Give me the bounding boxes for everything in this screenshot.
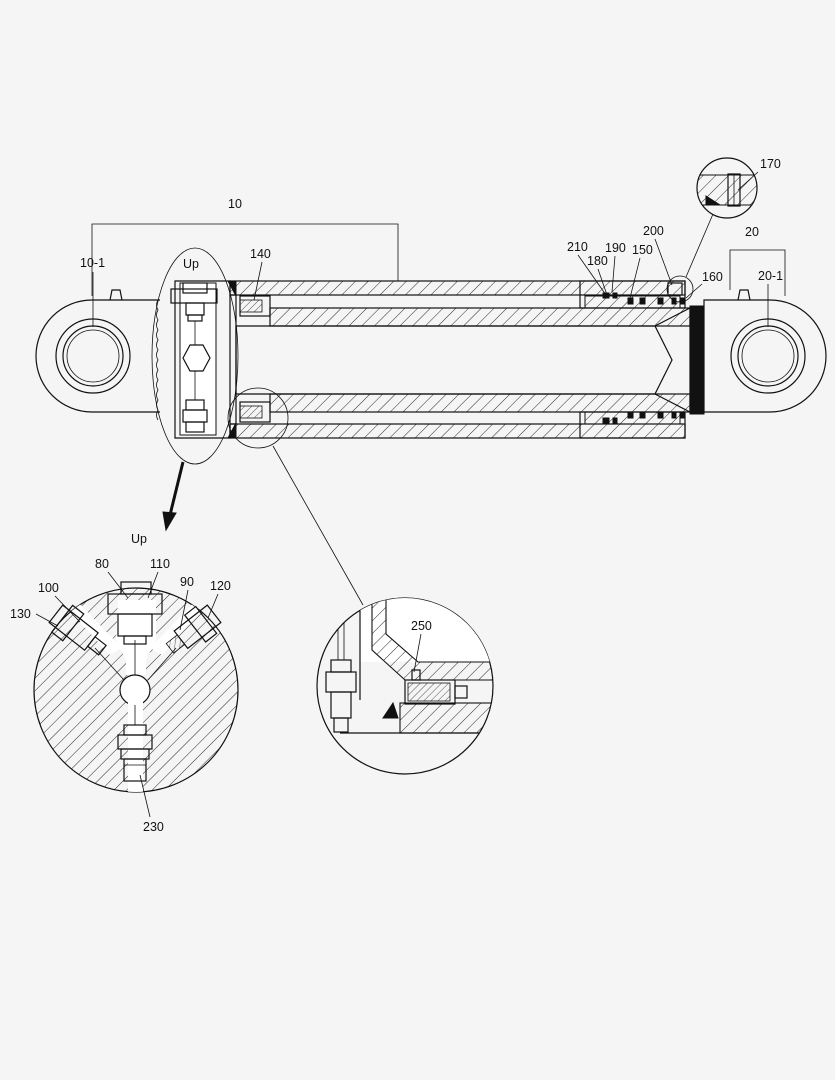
label-20-1: 20-1: [758, 269, 783, 283]
label-10: 10: [228, 197, 242, 211]
label-120: 120: [210, 579, 231, 593]
label-150: 150: [632, 243, 653, 257]
label-100: 100: [38, 581, 59, 595]
label-90: 90: [180, 575, 194, 589]
label-up-detail: Up: [131, 532, 147, 546]
detail-plug-250: 250: [272, 445, 494, 775]
detail-arrow: Up: [131, 461, 185, 546]
label-180: 180: [587, 254, 608, 268]
label-200: 200: [643, 224, 664, 238]
label-130: 130: [10, 607, 31, 621]
label-210: 210: [567, 240, 588, 254]
label-10-1: 10-1: [80, 256, 105, 270]
cylinder-body: [35, 247, 827, 465]
label-160: 160: [702, 270, 723, 284]
label-250: 250: [411, 619, 432, 633]
label-80: 80: [95, 557, 109, 571]
label-up-top: Up: [183, 257, 199, 271]
label-230: 230: [143, 820, 164, 834]
label-140: 140: [250, 247, 271, 261]
group-bracket-10: 10: [91, 197, 399, 296]
label-20: 20: [745, 225, 759, 239]
label-190: 190: [605, 241, 626, 255]
main-labels: 10-1 140 Up 210 190 180 150 200 160 20-1: [80, 213, 783, 327]
label-110: 110: [150, 557, 170, 571]
detail-valve-block: 80 110 90 120 100 130 230: [10, 557, 239, 834]
label-170: 170: [760, 157, 781, 171]
group-bracket-20: 20: [729, 225, 786, 296]
detail-170: 170: [696, 157, 781, 219]
